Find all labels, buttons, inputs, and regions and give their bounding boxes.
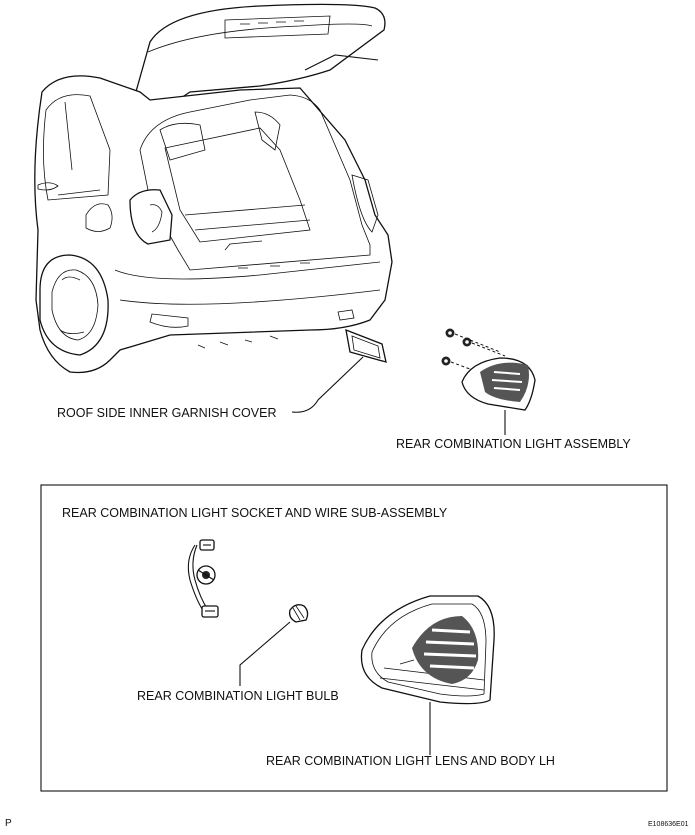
light-assembly-label: REAR COMBINATION LIGHT ASSEMBLY [396, 437, 631, 451]
garnish-cover-part [345, 328, 387, 363]
light-assembly-part [441, 328, 536, 411]
socket-wire-part [187, 539, 219, 618]
detail-box [40, 484, 668, 792]
garnish-cover-leader [291, 356, 364, 413]
garnish-cover-label: ROOF SIDE INNER GARNISH COVER [57, 406, 276, 420]
lens-body-part [360, 595, 495, 705]
bulb-leader [239, 621, 291, 686]
bulb-part [288, 604, 309, 623]
lens-body-label: REAR COMBINATION LIGHT LENS AND BODY LH [266, 754, 555, 768]
socket-wire-label: REAR COMBINATION LIGHT SOCKET AND WIRE S… [62, 506, 448, 520]
bulb-label: REAR COMBINATION LIGHT BULB [137, 689, 339, 703]
figure-id: E108636E01 [648, 821, 689, 828]
footer-left-mark: P [5, 818, 12, 829]
vehicle-rear-illustration [34, 3, 393, 374]
